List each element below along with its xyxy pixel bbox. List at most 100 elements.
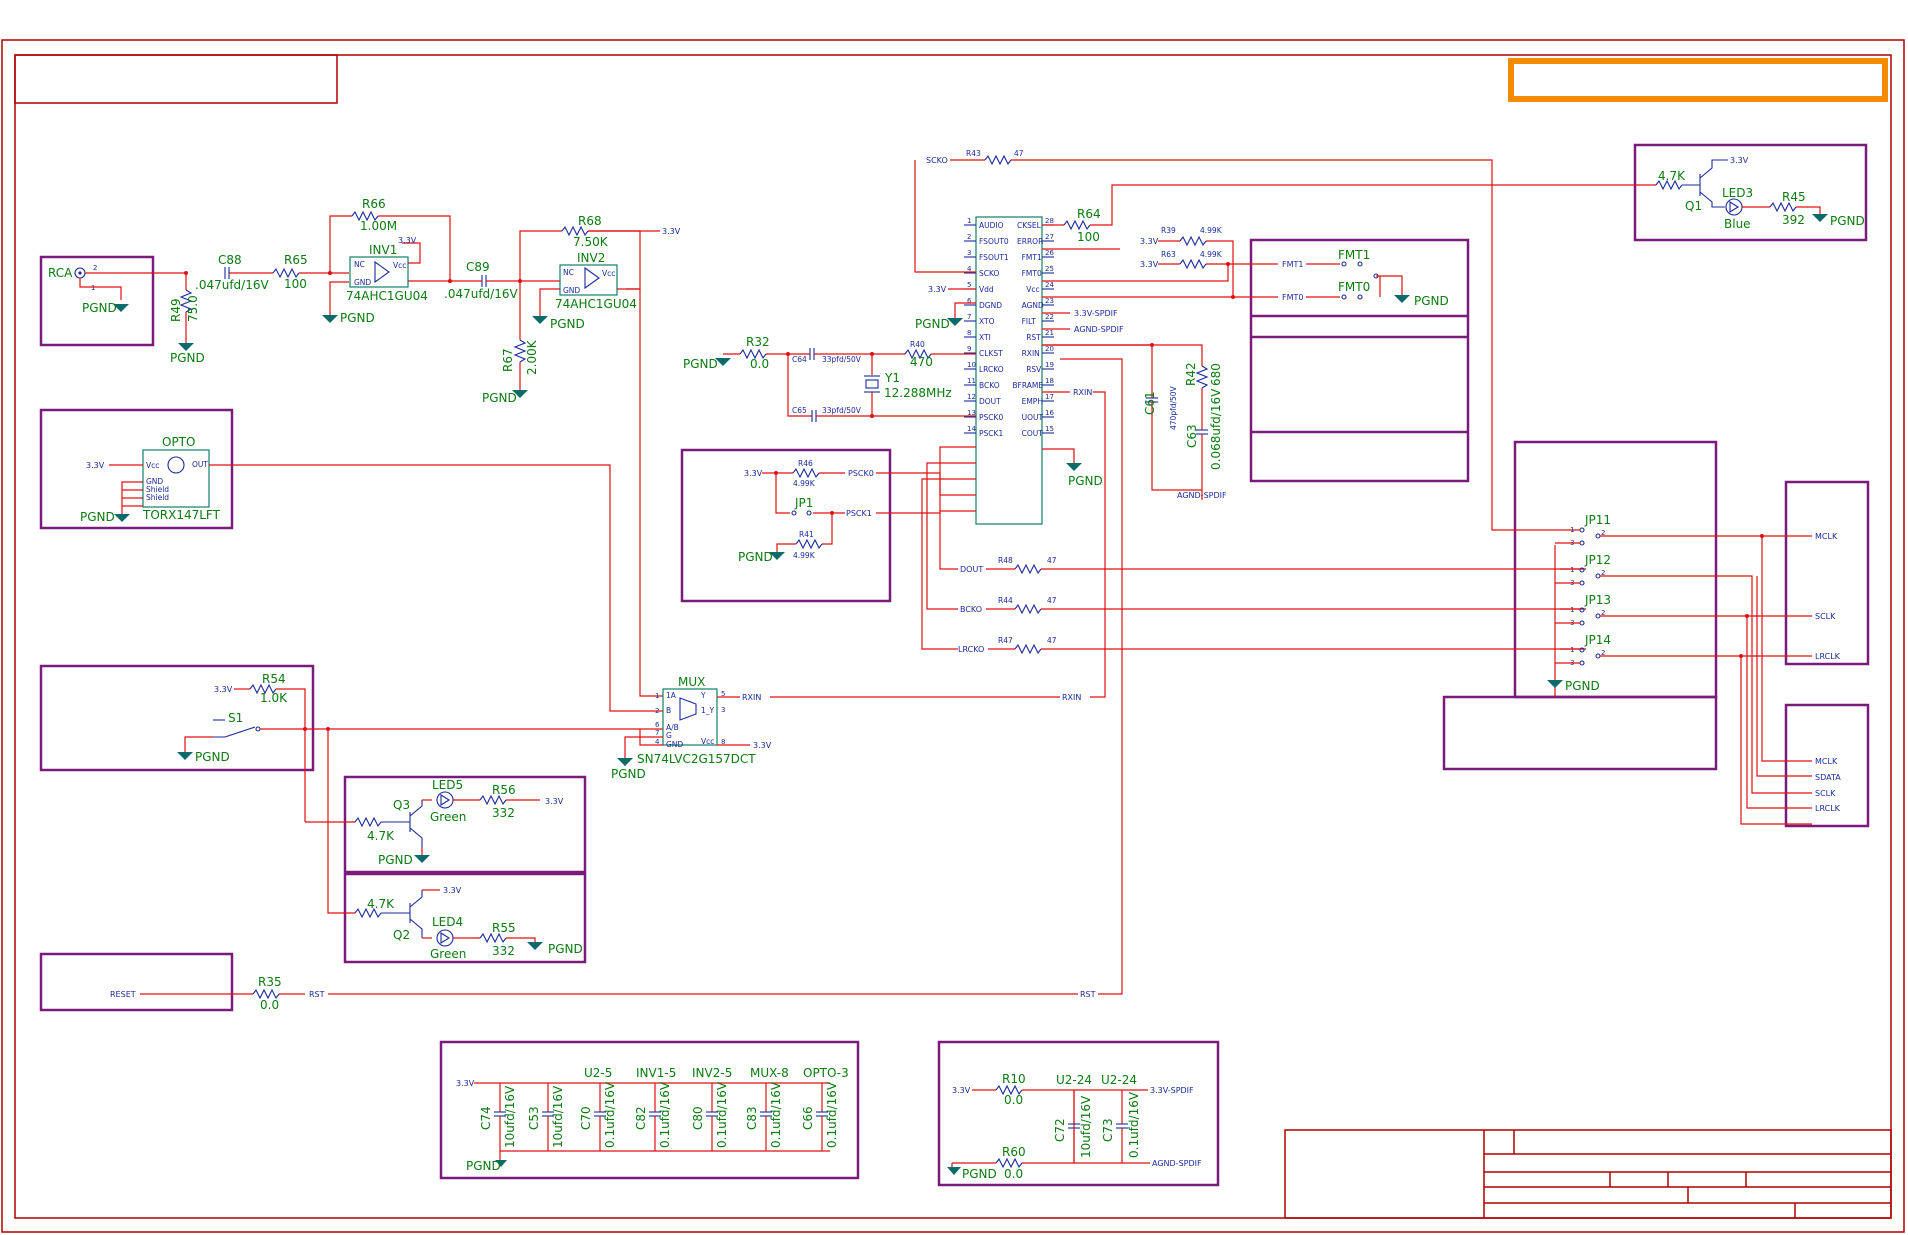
svg-text:4.7K: 4.7K (367, 829, 395, 843)
cap-ref: C80 (691, 1106, 705, 1130)
svg-text:RST: RST (309, 990, 325, 999)
svg-text:332: 332 (492, 944, 515, 958)
svg-text:TORX147LFT: TORX147LFT (142, 508, 221, 522)
cap-value: 10ufd/16V (1079, 1095, 1093, 1158)
resistor-r54 (249, 683, 277, 695)
svg-text:FMT1: FMT1 (1338, 248, 1370, 262)
receiver-pin-label: PSCK1 (979, 429, 1003, 438)
led3-icon (1725, 198, 1743, 216)
svg-text:Vcc: Vcc (602, 269, 615, 278)
svg-text:R47: R47 (998, 636, 1013, 645)
decoupling-block (439, 1040, 860, 1180)
cap-value: 0.1ufd/16V (715, 1081, 729, 1148)
receiver-pin-number: 23 (1045, 297, 1054, 305)
svg-text:1A: 1A (666, 691, 677, 700)
output-conn-block-1 (1784, 480, 1870, 666)
resistor-r47 (1014, 643, 1042, 655)
receiver-pin-number: 11 (967, 377, 976, 385)
crystal-icon (865, 379, 879, 389)
crystal-circuit: SCKO R43 47 3.3V PGND PGND R32 0.0 C64 3… (683, 149, 1577, 531)
svg-text:OPTO: OPTO (162, 435, 195, 449)
svg-text:33pfd/50V: 33pfd/50V (822, 355, 862, 364)
svg-text:G: G (666, 731, 672, 740)
svg-text:LED4: LED4 (432, 915, 463, 929)
resistor-r35 (252, 988, 280, 1000)
svg-text:RXIN: RXIN (742, 693, 761, 702)
svg-text:3.3V: 3.3V (952, 1086, 971, 1095)
svg-text:MUX: MUX (678, 675, 705, 689)
svg-text:NC: NC (563, 268, 574, 277)
resistor-r48 (1014, 563, 1042, 575)
receiver-chip (975, 216, 1043, 525)
receiver-pin-label: RXIN (1022, 349, 1040, 358)
svg-text:U2-24: U2-24 (1056, 1073, 1092, 1087)
svg-text:PGND: PGND (80, 510, 115, 524)
inv2-chip (559, 264, 618, 296)
svg-text:0.0: 0.0 (750, 357, 769, 371)
svg-text:.047ufd/16V: .047ufd/16V (444, 287, 518, 301)
svg-text:1_Y: 1_Y (701, 706, 715, 715)
reset-block (39, 952, 234, 1012)
cap-value: 10ufd/16V (551, 1085, 565, 1148)
receiver-pin-number: 10 (967, 361, 976, 369)
receiver-pin-label: DOUT (979, 397, 1001, 406)
receiver-pin-number: 5 (967, 281, 971, 289)
ground-icon (1394, 295, 1410, 303)
source-select-switch: 3.3V R54 1.0K S1 PGND (177, 672, 663, 914)
svg-text:Vcc: Vcc (146, 461, 159, 470)
svg-text:BCKO: BCKO (960, 605, 982, 614)
pin-number: 1 (1570, 566, 1574, 574)
svg-text:Vcc: Vcc (701, 737, 714, 746)
svg-text:GND: GND (146, 477, 163, 486)
svg-text:0.068ufd/16V: 0.068ufd/16V (1209, 388, 1223, 470)
cap-ref: C73 (1101, 1118, 1115, 1142)
resistor-r42 (1195, 365, 1209, 389)
jumper-label: JP12 (1584, 553, 1611, 567)
receiver-pin-number: 28 (1045, 217, 1054, 225)
svg-text:R60: R60 (1002, 1145, 1026, 1159)
svg-text:JP1: JP1 (794, 496, 813, 510)
receiver-pin-label: FILT (1022, 317, 1037, 326)
svg-text:FMT1: FMT1 (1282, 260, 1303, 269)
svg-text:R64: R64 (1077, 207, 1101, 221)
svg-text:33pfd/50V: 33pfd/50V (822, 406, 862, 415)
svg-text:OUT: OUT (192, 460, 208, 469)
cap-value: 0.1ufd/16V (658, 1081, 672, 1148)
svg-text:3.3V: 3.3V (214, 685, 233, 694)
pin-number: 2 (1601, 649, 1605, 657)
cap-ref: C70 (579, 1106, 593, 1130)
svg-text:PGND: PGND (962, 1167, 997, 1181)
svg-text:PGND: PGND (82, 301, 117, 315)
psck-select-circuit: 3.3V R46 4.99K PSCK0 JP1 PSCK1 R41 4.99K… (738, 459, 976, 564)
svg-text:U2-5: U2-5 (584, 1066, 612, 1080)
svg-text:U2-24: U2-24 (1101, 1073, 1137, 1087)
ground-icon (512, 390, 528, 398)
opto-receiver: OPTO TORX147LFT Vcc OUT GND Shield Shiel… (80, 435, 663, 712)
spdif-power-block (937, 1040, 1220, 1187)
pin-number: 1 (1570, 646, 1574, 654)
cap-value: 0.1ufd/16V (825, 1081, 839, 1148)
svg-text:4.99K: 4.99K (793, 479, 816, 488)
svg-text:MUX-8: MUX-8 (750, 1066, 789, 1080)
ground-icon (414, 855, 430, 863)
receiver-pin-label: COUT (1022, 429, 1044, 438)
receiver-pin-label: XTI (979, 333, 991, 342)
svg-text:PGND: PGND (1068, 474, 1103, 488)
ground-icon (1547, 680, 1563, 688)
svg-text:PGND: PGND (548, 942, 583, 956)
svg-text:Shield: Shield (146, 493, 169, 502)
svg-text:3.3V: 3.3V (545, 797, 564, 806)
svg-text:3.3V: 3.3V (443, 886, 462, 895)
svg-text:AGND-SPDIF: AGND-SPDIF (1152, 1159, 1202, 1168)
led4-icon (436, 929, 454, 947)
svg-text:0.0: 0.0 (1004, 1093, 1023, 1107)
led-icon (167, 456, 185, 474)
jumper-label: JP11 (1584, 513, 1611, 527)
ground-icon (113, 304, 129, 312)
svg-text:R49: R49 (169, 298, 183, 322)
svg-text:4.7K: 4.7K (1658, 169, 1686, 183)
resistor-r32 (739, 348, 767, 360)
receiver-pin-label: XTO (979, 317, 995, 326)
svg-text:INV2-5: INV2-5 (692, 1066, 732, 1080)
receiver-pin-number: 16 (1045, 409, 1054, 417)
